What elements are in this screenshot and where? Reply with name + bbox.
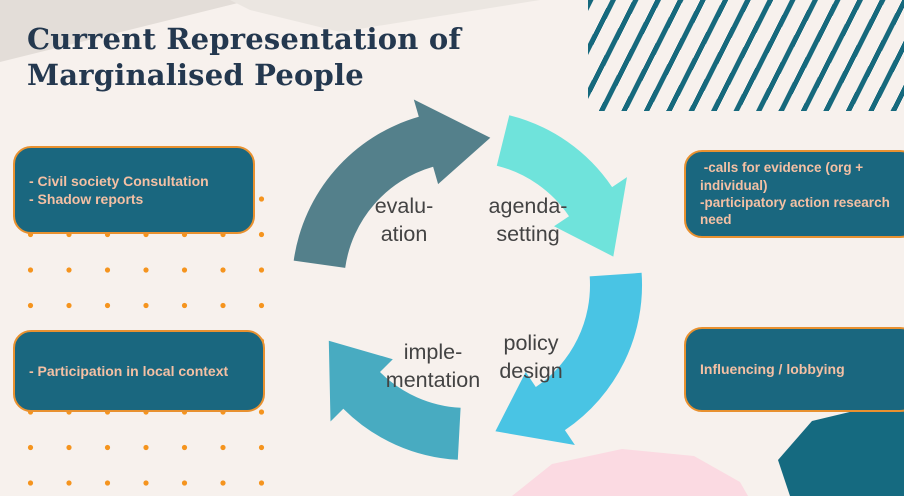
stage-label-evaluation: evalu- ation	[374, 194, 434, 246]
grid-dot	[104, 444, 111, 451]
grid-dot	[220, 444, 226, 451]
grid-dot	[181, 480, 188, 486]
gray-ridge-shape	[230, 0, 540, 32]
grid-dot	[66, 302, 72, 309]
grid-dot	[143, 480, 149, 486]
grid-dot	[104, 480, 111, 486]
grid-dot	[181, 267, 188, 273]
grid-dot	[181, 444, 188, 451]
callout-bottom-left: - Participation in local context	[13, 330, 265, 412]
gray-corner-shape	[0, 0, 250, 62]
grid-dot	[27, 267, 34, 273]
grid-dot	[258, 231, 265, 238]
callout-bottom-left-text: - Participation in local context	[29, 362, 229, 379]
pink-corner-shape	[512, 449, 748, 496]
grid-dot	[143, 267, 149, 273]
callout-top-right: -calls for evidence (org + individual) -…	[684, 150, 904, 238]
callout-top-left: - Civil society Consultation - Shadow re…	[13, 146, 255, 234]
grid-dot	[220, 480, 226, 486]
callout-bottom-right: Influencing / lobbying	[684, 327, 904, 412]
grid-dot	[143, 302, 149, 309]
grid-dot	[258, 480, 265, 486]
arrow-implementation-to-evaluation	[328, 340, 461, 460]
grid-dot	[143, 444, 149, 451]
arrow-agenda-to-policy	[496, 115, 627, 257]
grid-dot	[220, 302, 226, 309]
stripes-decoration	[588, 0, 904, 111]
grid-dot	[258, 409, 265, 415]
arrow-policy-to-implementation	[495, 272, 643, 445]
grid-dot	[66, 444, 72, 451]
grid-dot	[27, 302, 34, 309]
grid-dot	[258, 267, 265, 273]
callout-bottom-right-text: Influencing / lobbying	[700, 361, 845, 378]
grid-dot	[181, 302, 188, 309]
callout-top-right-text: -calls for evidence (org + individual) -…	[700, 160, 890, 228]
stage-label-policy-design: policy design	[499, 331, 563, 383]
grid-dot	[66, 480, 72, 486]
cycle-arrows	[293, 99, 643, 460]
callout-top-left-text: - Civil society Consultation - Shadow re…	[29, 172, 209, 207]
teal-corner-shape	[778, 399, 904, 496]
grid-dot	[27, 444, 34, 451]
grid-dot	[220, 267, 226, 273]
grid-dot	[27, 480, 34, 486]
arrow-evaluation-to-agenda	[293, 99, 491, 268]
grid-dot	[258, 444, 265, 451]
stage-label-implementation: imple- mentation	[385, 340, 481, 392]
grid-dot	[66, 267, 72, 273]
slide-title: Current Representation of Marginalised P…	[27, 22, 462, 92]
grid-dot	[104, 267, 111, 273]
grid-dot	[258, 196, 265, 202]
stage-label-agenda-setting: agenda- setting	[488, 194, 568, 246]
grid-dot	[104, 302, 111, 309]
grid-dot	[258, 302, 265, 309]
